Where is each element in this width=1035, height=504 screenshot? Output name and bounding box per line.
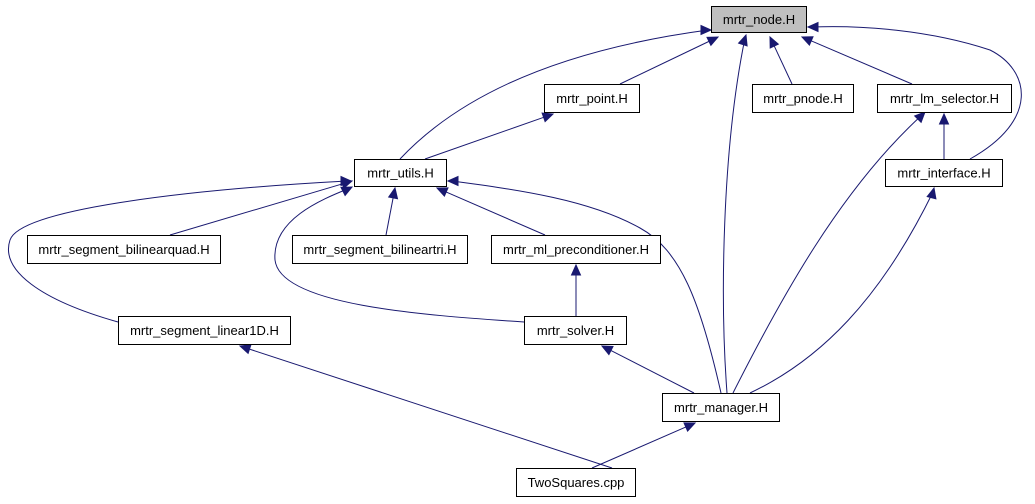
node-label: mrtr_segment_bilineartri.H [303, 242, 456, 257]
edge-arrowhead [926, 186, 937, 200]
node-mrtr-segment-linear1D[interactable]: mrtr_segment_linear1D.H [118, 316, 291, 345]
edge-arrowhead [683, 422, 697, 433]
edge-arrowhead [541, 112, 555, 123]
node-mrtr-manager[interactable]: mrtr_manager.H [662, 393, 780, 422]
edge-line [424, 116, 546, 160]
edge-line [811, 26, 1022, 160]
node-label: mrtr_interface.H [897, 166, 990, 181]
edge-mrtr_manager-to-mrtr_interface [749, 186, 937, 394]
edge-mrtr_point-to-mrtr_node [619, 36, 720, 85]
node-box[interactable] [752, 84, 854, 113]
edge-arrowhead [800, 36, 814, 47]
node-mrtr-utils[interactable]: mrtr_utils.H [354, 159, 447, 187]
edge-line [444, 190, 546, 236]
edge-TwoSquares-to-mrtr_segment_linear1D [238, 344, 613, 469]
edge-line [619, 40, 712, 85]
edge-line [385, 195, 394, 236]
node-box[interactable] [711, 6, 807, 33]
edge-arrowhead [340, 175, 353, 187]
edge-mrtr_segment_bilineartri-to-mrtr_utils [385, 186, 399, 236]
edge-mrtr_solver-to-mrtr_ml_preconditioner [570, 263, 582, 316]
edge-mrtr_ml_preconditioner-to-mrtr_utils [435, 187, 546, 236]
edge-mrtr_segment_bilinearquad-to-mrtr_utils [169, 178, 354, 236]
edge-mrtr_manager-to-mrtr_node [722, 33, 748, 394]
edge-line [749, 191, 934, 394]
node-box[interactable] [354, 159, 447, 187]
edge-mrtr_lm_selector-to-mrtr_node [800, 36, 913, 85]
node-TwoSquares[interactable]: TwoSquares.cpp [516, 468, 636, 497]
node-label: TwoSquares.cpp [528, 475, 625, 490]
node-box[interactable] [885, 159, 1003, 187]
node-mrtr-pnode[interactable]: mrtr_pnode.H [752, 84, 854, 113]
node-box[interactable] [516, 468, 636, 497]
edge-line [732, 114, 923, 394]
node-box[interactable] [662, 393, 780, 422]
edge-line [608, 349, 695, 394]
edge-mrtr_utils-to-mrtr_point [424, 112, 555, 160]
node-box[interactable] [27, 235, 221, 264]
node-label: mrtr_segment_linear1D.H [130, 323, 279, 338]
edge-line [399, 29, 709, 160]
edges-layer [8, 21, 1022, 469]
edge-arrowhead [913, 111, 926, 124]
edge-line [451, 180, 722, 394]
edge-line [247, 348, 613, 469]
edge-line [772, 43, 793, 85]
edge-line [722, 37, 746, 394]
edge-mrtr_segment_linear1D-to-mrtr_utils [8, 175, 353, 323]
node-label: mrtr_pnode.H [763, 91, 842, 106]
edge-arrowhead [570, 263, 582, 276]
edge-mrtr_utils-to-mrtr_node [399, 24, 713, 160]
node-label: mrtr_point.H [556, 91, 628, 106]
edge-line [8, 180, 348, 323]
node-mrtr-solver[interactable]: mrtr_solver.H [524, 316, 627, 345]
node-label: mrtr_segment_bilinearquad.H [38, 242, 209, 257]
edge-mrtr_interface-to-mrtr_lm_selector [938, 112, 950, 159]
node-box[interactable] [524, 316, 627, 345]
edge-arrowhead [340, 186, 354, 197]
node-mrtr-segment-bilinearquad[interactable]: mrtr_segment_bilinearquad.H [27, 235, 221, 264]
node-label: mrtr_ml_preconditioner.H [503, 242, 649, 257]
node-label: mrtr_manager.H [674, 400, 768, 415]
node-mrtr-segment-bilineartri[interactable]: mrtr_segment_bilineartri.H [292, 235, 468, 264]
edge-arrowhead [600, 345, 614, 356]
edge-arrowhead [806, 21, 819, 33]
node-box[interactable] [491, 235, 661, 264]
edge-mrtr_pnode-to-mrtr_node [769, 35, 793, 85]
edge-line [169, 182, 345, 236]
edge-mrtr_manager-to-mrtr_utils [446, 175, 722, 394]
edge-arrowhead [435, 187, 449, 198]
edge-mrtr_solver-to-mrtr_utils [274, 186, 525, 323]
edge-line [809, 39, 913, 85]
edge-line [591, 425, 688, 469]
edge-arrowhead [238, 344, 252, 355]
node-box[interactable] [544, 84, 640, 113]
node-box[interactable] [877, 84, 1012, 113]
edge-TwoSquares-to-mrtr_manager [591, 422, 697, 469]
edge-mrtr_manager-to-mrtr_solver [600, 345, 695, 394]
node-mrtr-point[interactable]: mrtr_point.H [544, 84, 640, 113]
node-label: mrtr_node.H [723, 12, 795, 27]
edge-arrowhead [446, 175, 459, 187]
node-mrtr-lm-selector[interactable]: mrtr_lm_selector.H [877, 84, 1012, 113]
node-box[interactable] [118, 316, 291, 345]
node-label: mrtr_utils.H [367, 166, 433, 181]
edge-arrowhead [700, 24, 713, 36]
edge-line [274, 187, 525, 323]
edge-arrowhead [706, 36, 720, 47]
nodes-layer: mrtr_node.H mrtr_point.H mrtr_pnode.H mrtr_… [27, 6, 1012, 497]
node-label: mrtr_lm_selector.H [890, 91, 999, 106]
edge-arrowhead [737, 33, 748, 47]
node-mrtr-interface[interactable]: mrtr_interface.H [885, 159, 1003, 187]
edge-arrowhead [769, 35, 780, 49]
edge-arrowhead [387, 186, 399, 200]
node-box[interactable] [292, 235, 468, 264]
node-mrtr-node[interactable]: mrtr_node.H [711, 6, 807, 33]
node-label: mrtr_solver.H [537, 323, 614, 338]
edge-arrowhead [938, 112, 950, 125]
node-mrtr-ml-preconditioner[interactable]: mrtr_ml_preconditioner.H [491, 235, 661, 264]
edge-mrtr_interface-to-mrtr_node [806, 21, 1022, 160]
edge-mrtr_manager-to-mrtr_lm_selector [732, 111, 926, 394]
